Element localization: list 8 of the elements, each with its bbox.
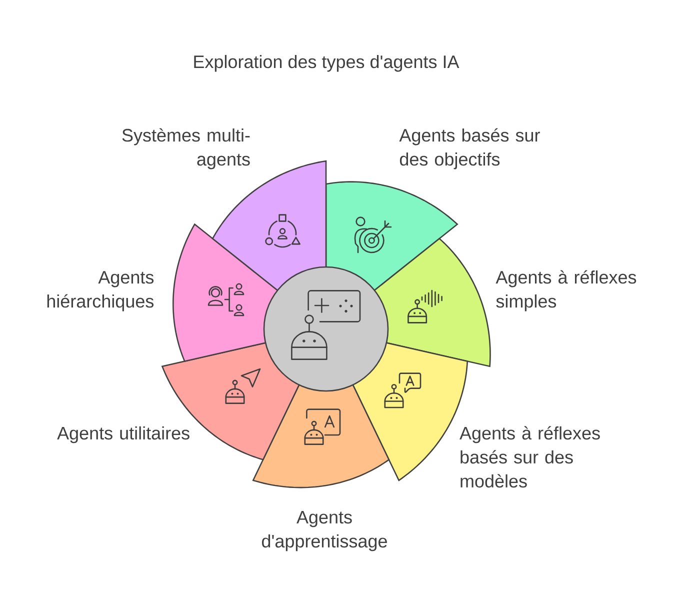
- sector-label: Agents d'apprentissage: [262, 511, 387, 552]
- sector-label: Agents utilitaires: [57, 426, 190, 444]
- sector-label: Systèmes multi- agents: [122, 128, 250, 170]
- title: Exploration des types d'agents IA: [194, 54, 460, 72]
- sector-label: Agents à réflexes basés sur des modèles: [460, 426, 600, 488]
- sector-label: Agents à réflexes simples: [496, 270, 636, 312]
- sector-label: Agents basés sur des objectifs: [399, 128, 540, 170]
- sector-label: Agents hiérarchiques: [47, 271, 154, 312]
